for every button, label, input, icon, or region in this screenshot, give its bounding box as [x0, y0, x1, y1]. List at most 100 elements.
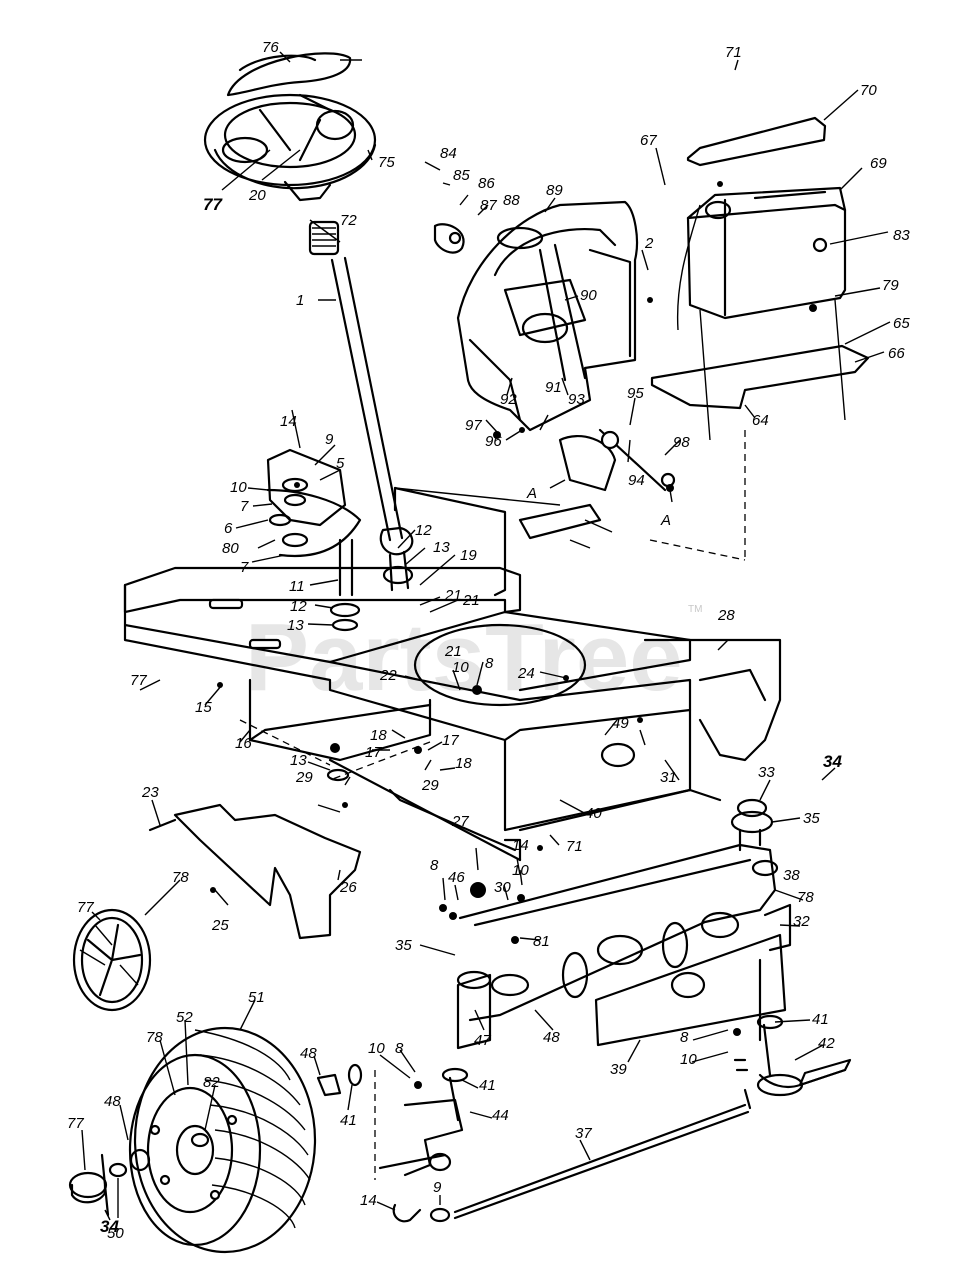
callout-10-right: 10: [680, 1051, 697, 1068]
callout-29-right: 29: [421, 777, 439, 794]
callout-26: 27: [451, 813, 469, 830]
callout-83: 87: [480, 197, 497, 214]
callout-49: 50: [107, 1225, 124, 1242]
callout-8-spindle: 8: [395, 1040, 404, 1057]
callout-70: 71: [566, 838, 583, 855]
fasteners: [210, 181, 817, 1089]
callout-58: 69: [870, 155, 887, 172]
callout-44-upper: 46: [448, 869, 465, 886]
callout-42: 42: [818, 1035, 835, 1052]
callout-22: 21: [462, 592, 480, 609]
steering-bracket-lower: [148, 719, 522, 940]
watermark-text: PartsTree: [245, 604, 683, 711]
callout-60: 71: [725, 44, 742, 61]
battery-group: [649, 116, 870, 561]
callout-20: 19: [460, 547, 477, 564]
callout-33: 33: [758, 764, 775, 781]
callout-labels: 76 75 77 20 72 1 84 85 86 87 88 89 90 2 …: [67, 39, 910, 1242]
callout-90: 94: [628, 472, 645, 489]
callout-93: 97: [465, 417, 482, 434]
callout-29-left: 29: [295, 769, 313, 786]
steering-shaft: [308, 220, 414, 592]
callout-5: 5: [336, 455, 345, 472]
callout-95: A: [526, 485, 537, 502]
callout-41-wheel: 41: [340, 1112, 357, 1129]
tie-rod: [453, 1103, 750, 1220]
callout-85: 89: [546, 182, 563, 199]
callout-44-lower: 47: [474, 1032, 491, 1049]
callout-76: 79: [882, 277, 899, 294]
callout-81: 85: [453, 167, 470, 184]
steering-wheel: [203, 52, 377, 202]
callout-72: 78: [172, 869, 189, 886]
callout-21-lower: 21: [444, 643, 462, 660]
callout-34-left: 34: [100, 1217, 119, 1236]
callout-23: 22: [379, 667, 397, 684]
dash-housing: [433, 200, 639, 432]
callout-25-frame: 24: [517, 665, 535, 682]
callout-12-left: 12: [290, 598, 307, 615]
callout-53: 65: [893, 315, 910, 332]
callout-35-right: 35: [803, 810, 820, 827]
callout-10-frame: 10: [452, 659, 469, 676]
callout-30: 30: [494, 879, 511, 896]
callout-71-upper: 77: [77, 899, 94, 916]
leader-lines: [81, 51, 891, 1221]
callout-48-left: 48: [104, 1093, 121, 1110]
brake-linkage: [394, 428, 676, 540]
watermark-trademark: TM: [688, 604, 702, 615]
callout-61: 72: [340, 212, 357, 229]
tire: [128, 1026, 317, 1254]
callout-14-upper: 14: [280, 413, 297, 430]
callout-8-frame: 8: [485, 655, 494, 672]
callout-75: 78: [146, 1029, 163, 1046]
callout-47: 49: [612, 715, 629, 732]
callout-50: 51: [248, 989, 265, 1006]
callout-15: 15: [195, 699, 212, 716]
callout-86: 90: [580, 287, 597, 304]
callout-34-right: 34: [823, 752, 842, 771]
callout-37: 37: [575, 1125, 592, 1142]
callout-27: 26: [339, 879, 357, 896]
callout-9-lower: 9: [433, 1179, 442, 1196]
callout-38: 38: [783, 867, 800, 884]
callout-6: 6: [224, 520, 233, 537]
callout-59: 70: [860, 82, 877, 99]
callout-7-lower: 7: [240, 559, 249, 576]
callout-21-frame: 21: [444, 587, 462, 604]
callout-8-right: 8: [680, 1029, 689, 1046]
callout-48-right: 48: [300, 1045, 317, 1062]
callout-32: 32: [793, 913, 810, 930]
callout-40: 40: [585, 805, 602, 822]
callout-79: 83: [893, 227, 910, 244]
callout-13-left: 13: [287, 617, 304, 634]
callout-82: 86: [478, 175, 495, 192]
callout-80: 84: [440, 145, 457, 162]
callout-14-lower: 14: [360, 1192, 377, 1209]
callout-8-mid: 8: [430, 857, 439, 874]
callout-54: 66: [888, 345, 905, 362]
callout-65: 76: [262, 39, 279, 56]
callout-24: 23: [141, 784, 159, 801]
callout-64: 75: [378, 154, 395, 171]
callout-19: 18: [455, 755, 472, 772]
callout-35-left: 35: [395, 937, 412, 954]
callout-77-lower: 81: [533, 933, 550, 950]
callout-94: A: [660, 512, 671, 529]
callout-31: 31: [660, 769, 677, 786]
frame: [123, 566, 782, 832]
callout-11: 11: [289, 578, 305, 595]
callout-13-lower: 13: [290, 752, 307, 769]
spindle-left: [374, 1067, 469, 1223]
callout-18: 18: [370, 727, 387, 744]
callout-43: 44: [492, 1107, 509, 1124]
callout-10-upper: 10: [230, 479, 247, 496]
callout-13-right: 13: [433, 539, 450, 556]
callout-10-mid: 10: [512, 862, 529, 879]
spindle-right: [733, 1014, 852, 1110]
callout-25-lower: 25: [211, 917, 229, 934]
callout-87: 91: [545, 379, 562, 396]
callout-16: 16: [235, 735, 252, 752]
callout-1: 1: [296, 292, 304, 309]
